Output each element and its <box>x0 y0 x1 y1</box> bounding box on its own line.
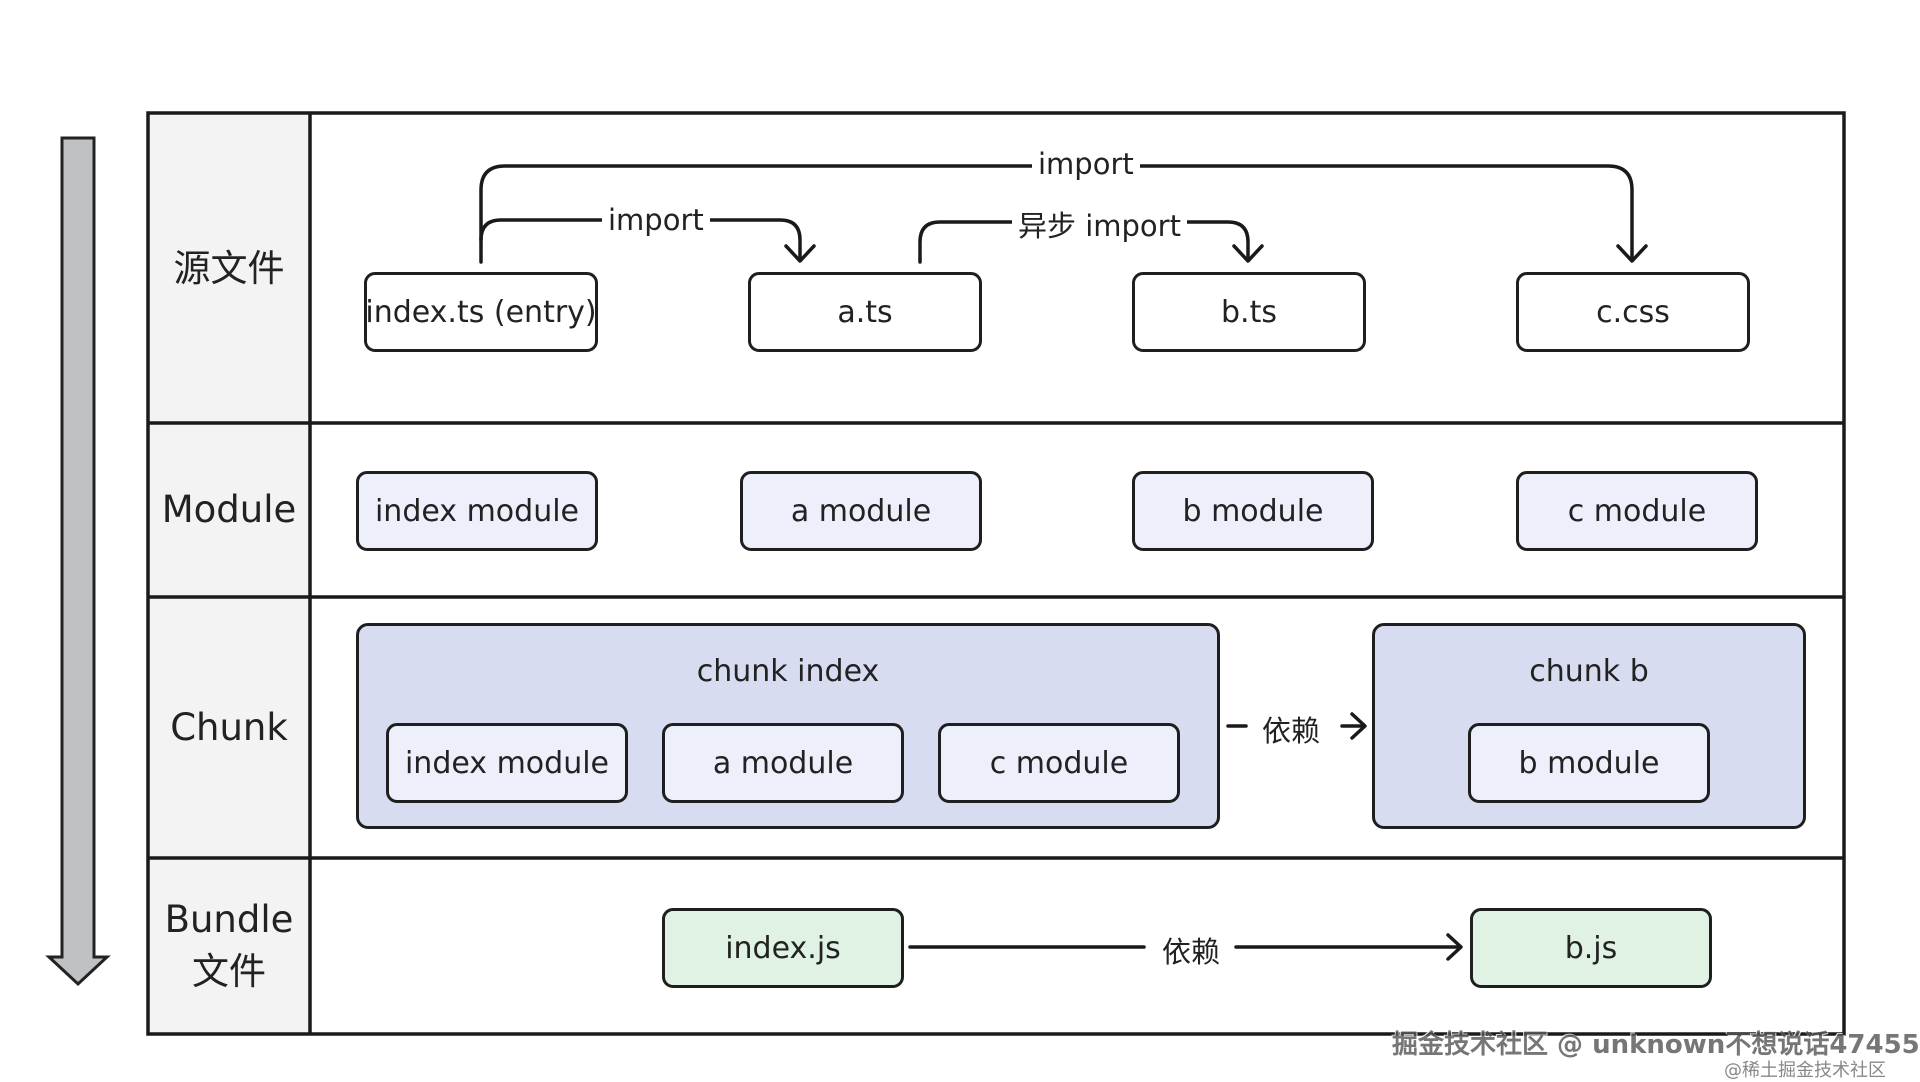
row-label-chunk-text: Chunk <box>170 705 288 749</box>
watermark-main: 掘金技术社区 @ unknown不想说话47455 <box>1392 1030 1920 1060</box>
row-label-bundle-line2: 文件 <box>192 949 266 993</box>
row-label-module-text: Module <box>161 488 297 532</box>
module-label: index module <box>374 493 580 529</box>
source-file-b-ts: b.ts <box>1132 272 1366 352</box>
chunk-index-module-index: index module <box>386 723 628 803</box>
process-flow-arrow <box>45 136 111 987</box>
chunk-index-title: chunk index <box>696 654 880 689</box>
bundle-label: b.js <box>1564 930 1618 966</box>
source-file-label: b.ts <box>1221 294 1277 330</box>
async-import-label: 异步 import <box>1012 203 1187 245</box>
source-file-label: index.ts (entry) <box>365 294 597 330</box>
import-label-top: import <box>1032 147 1140 181</box>
row-label-bundle: Bundle 文件 <box>149 858 309 1033</box>
row-label-bundle-line1: Bundle <box>164 897 294 941</box>
source-file-a-ts: a.ts <box>748 272 982 352</box>
module-label: a module <box>712 745 854 781</box>
source-file-c-css: c.css <box>1516 272 1750 352</box>
bundle-label: index.js <box>725 930 841 966</box>
module-c: c module <box>1516 471 1758 551</box>
bundle-b-js: b.js <box>1470 908 1712 988</box>
source-file-label: c.css <box>1596 294 1670 330</box>
bundle-index-js: index.js <box>662 908 904 988</box>
module-label: index module <box>404 745 610 781</box>
chunk-b-title: chunk b <box>1529 654 1649 689</box>
bundle-depends-label: 依赖 <box>1156 929 1227 971</box>
watermark-small: @稀土掘金技术社区 <box>1724 1060 1886 1081</box>
row-label-source-text: 源文件 <box>173 246 285 290</box>
chunk-depends-label: 依赖 <box>1256 708 1327 750</box>
module-b: b module <box>1132 471 1374 551</box>
chunk-index-module-a: a module <box>662 723 904 803</box>
module-label: b module <box>1518 745 1660 781</box>
module-index: index module <box>356 471 598 551</box>
chunk-b-module-b: b module <box>1468 723 1710 803</box>
module-label: c module <box>989 745 1129 781</box>
module-a: a module <box>740 471 982 551</box>
module-label: a module <box>790 493 932 529</box>
source-file-index-ts: index.ts (entry) <box>364 272 598 352</box>
source-file-label: a.ts <box>837 294 893 330</box>
import-label-a: import <box>602 203 710 237</box>
row-label-module: Module <box>149 423 309 597</box>
module-label: b module <box>1182 493 1324 529</box>
chunk-index-module-c: c module <box>938 723 1180 803</box>
row-label-chunk: Chunk <box>149 597 309 858</box>
row-label-source: 源文件 <box>149 114 309 423</box>
module-label: c module <box>1567 493 1707 529</box>
